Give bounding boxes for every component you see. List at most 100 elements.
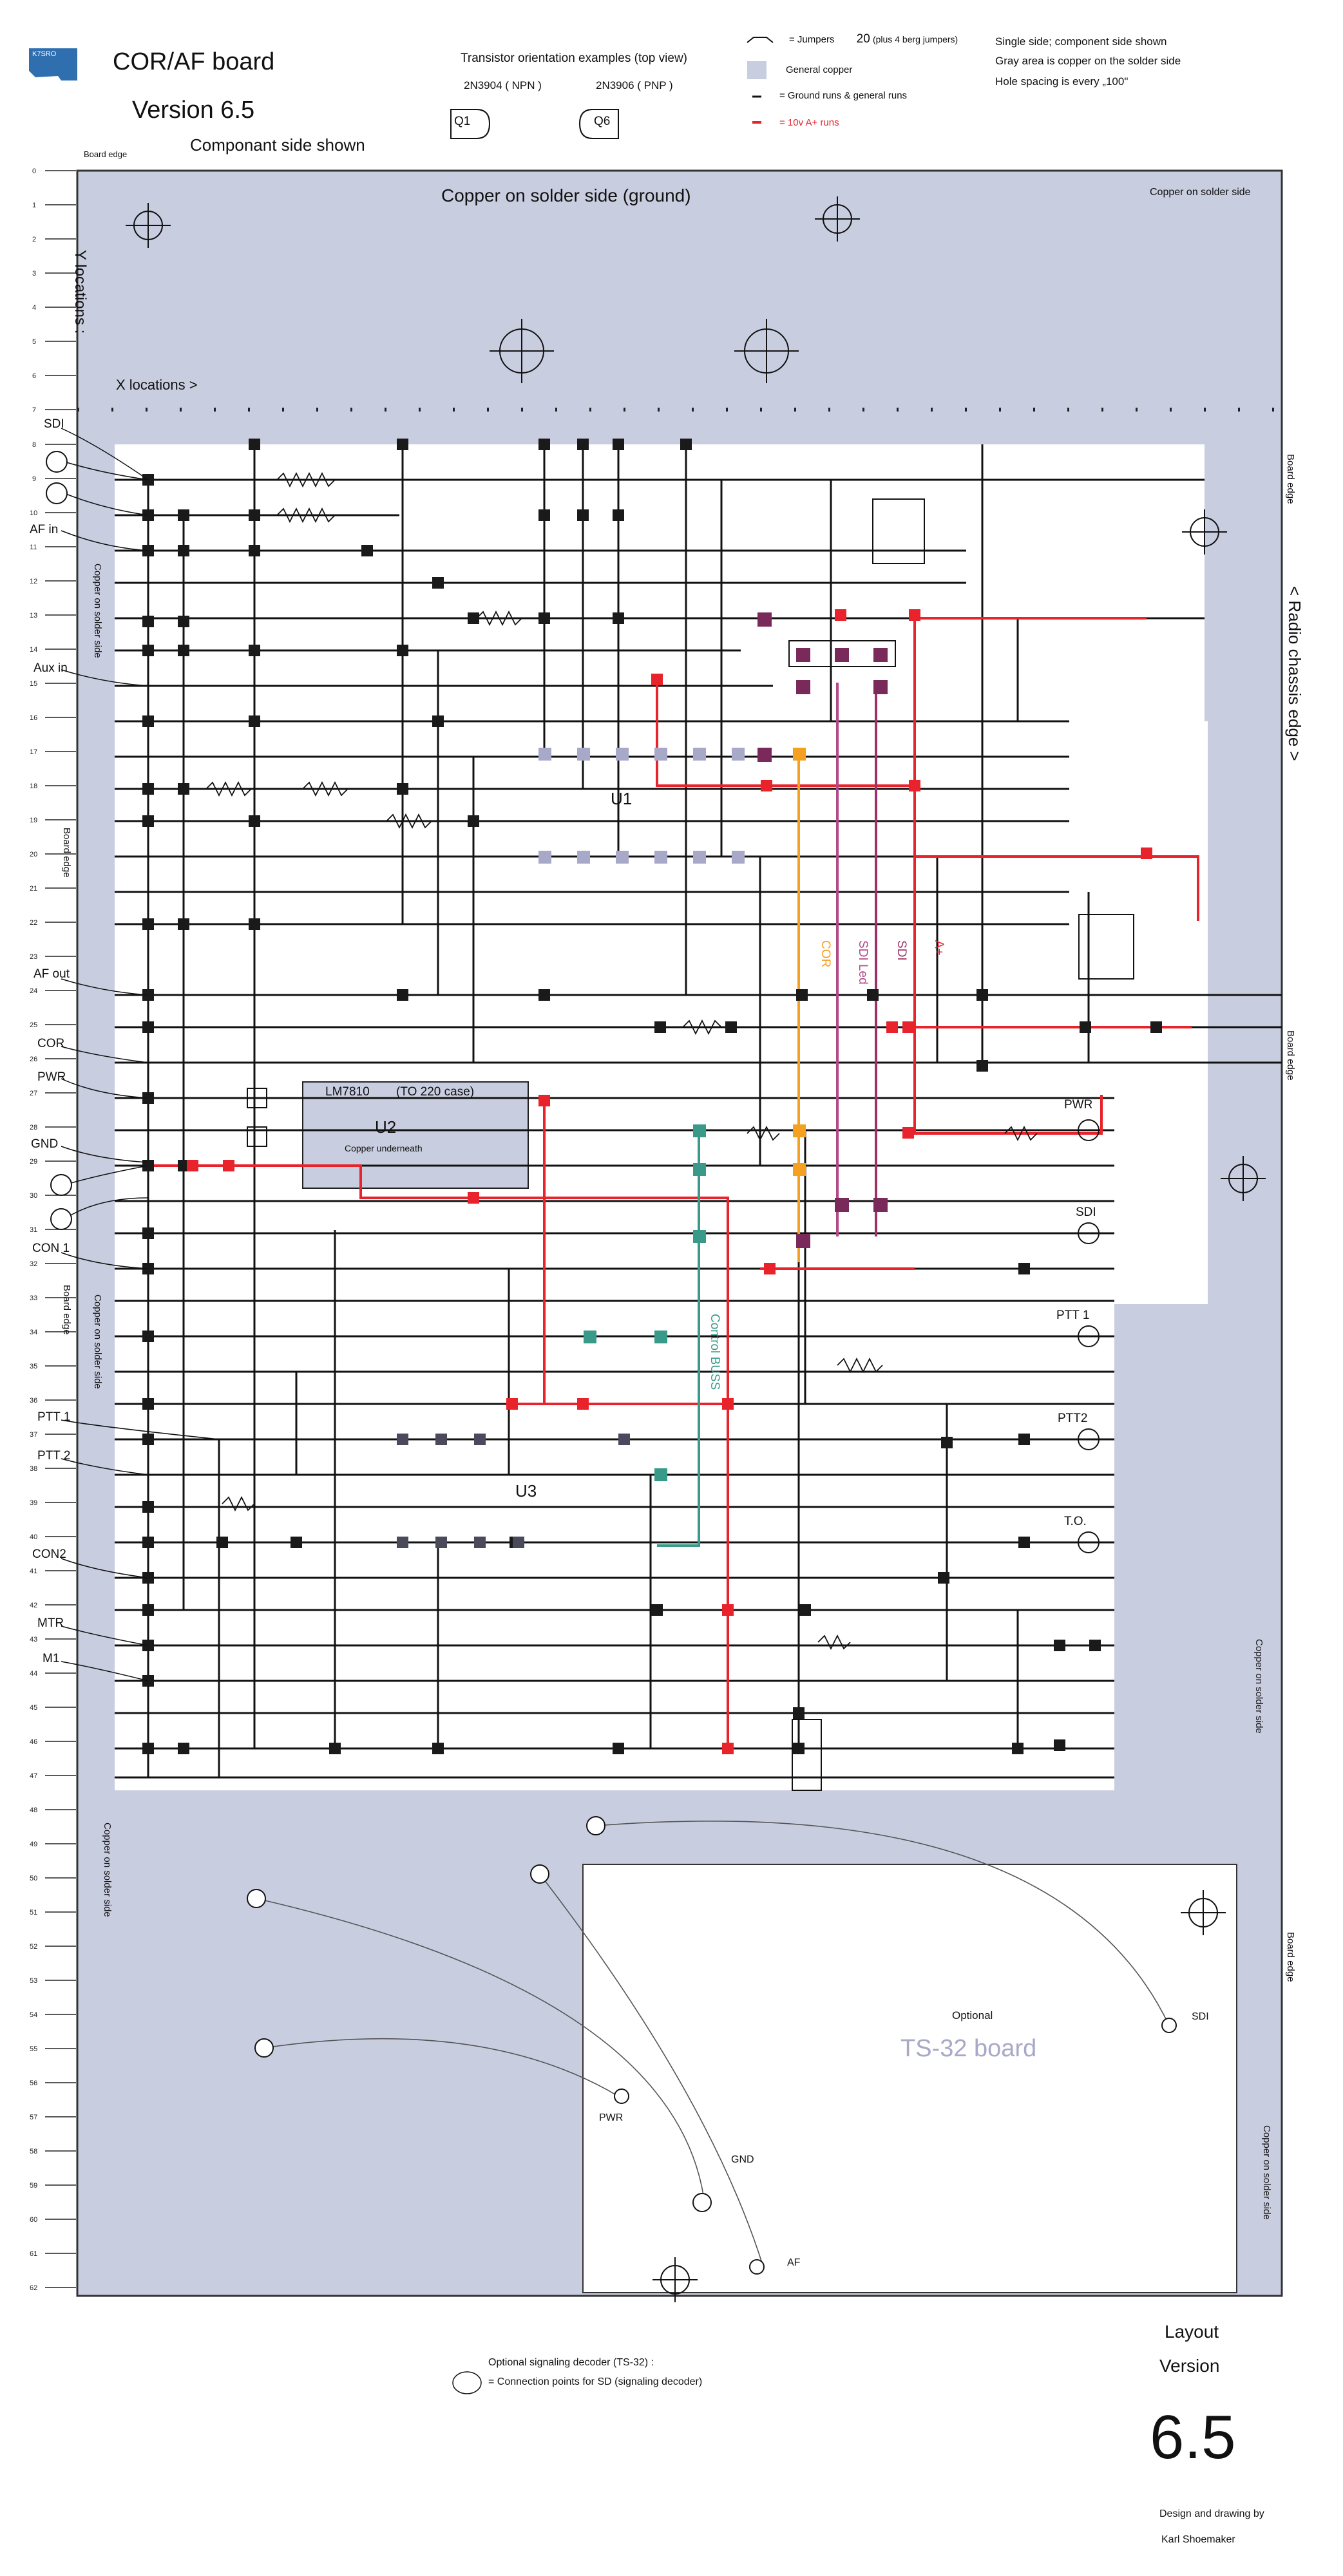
- svg-text:44: 44: [30, 1670, 37, 1678]
- side-shown-label: Componant side shown: [190, 135, 365, 155]
- board-edge-top: Board edge: [84, 149, 128, 159]
- npn-label: Q1: [454, 115, 471, 128]
- ts32-board-label: TS-32 board: [900, 2035, 1037, 2062]
- svg-text:23: 23: [30, 953, 37, 961]
- left-conn-ptt1: PTT 1: [37, 1410, 71, 1424]
- svg-text:26: 26: [30, 1056, 37, 1063]
- svg-text:11: 11: [30, 544, 37, 551]
- sdi-led-bus-label: SDI Led: [856, 940, 870, 985]
- svg-text:41: 41: [30, 1567, 37, 1575]
- footer-version-number: 6.5: [1150, 2403, 1236, 2472]
- right-conn-to: T.O.: [1064, 1515, 1087, 1528]
- npn-part: 2N3904 ( NPN ): [464, 79, 542, 91]
- svg-text:62: 62: [30, 2284, 37, 2292]
- ts32-connection-curves: [256, 1821, 1170, 2268]
- left-conn-con2: CON2: [32, 1548, 66, 1561]
- control-pads: [584, 1124, 706, 1481]
- svg-text:1: 1: [32, 202, 36, 209]
- copper-solder-left-2: Copper on solder side: [92, 1294, 103, 1389]
- board-edge-right-2: Board edge: [1285, 1030, 1296, 1081]
- y-ruler: [45, 170, 76, 2288]
- svg-text:13: 13: [30, 612, 37, 620]
- svg-text:54: 54: [30, 2011, 37, 2019]
- u3-label: U3: [515, 1481, 537, 1501]
- legend-ground-runs: = Ground runs & general runs: [779, 90, 908, 101]
- svg-text:53: 53: [30, 1977, 37, 1985]
- svg-text:28: 28: [30, 1124, 37, 1132]
- svg-text:17: 17: [30, 748, 37, 756]
- ts32-sdi: SDI: [1192, 2011, 1209, 2022]
- y-locations-label: Y locations :: [71, 250, 89, 334]
- svg-text:19: 19: [30, 817, 37, 824]
- ts32-pwr: PWR: [599, 2112, 624, 2123]
- ts32-gnd: GND: [731, 2154, 754, 2165]
- svg-text:31: 31: [30, 1226, 37, 1234]
- legend-general-copper: General copper: [786, 64, 853, 75]
- svg-text:16: 16: [30, 714, 37, 722]
- resistors: [205, 471, 1038, 1651]
- right-conn-pwr: PWR: [1064, 1098, 1093, 1112]
- control-bus-line: [657, 1133, 700, 1547]
- svg-text:29: 29: [30, 1158, 37, 1166]
- svg-text:22: 22: [30, 919, 37, 927]
- x-locations-label: X locations >: [116, 377, 198, 393]
- svg-text:37: 37: [30, 1431, 37, 1439]
- svg-text:51: 51: [30, 1909, 37, 1917]
- u2-regulator-outline: [302, 1081, 529, 1189]
- u1-label: U1: [611, 789, 633, 808]
- svg-text:55: 55: [30, 2045, 37, 2053]
- left-conn-con1: CON 1: [32, 1242, 70, 1255]
- svg-text:4: 4: [32, 304, 36, 312]
- footer-version: Version: [1159, 2356, 1220, 2376]
- a-plus-pads: [187, 609, 1152, 1754]
- svg-text:48: 48: [30, 1806, 37, 1814]
- legend-jumpers: = Jumpers 20 (plus 4 berg jumpers): [789, 32, 958, 46]
- black-pads: [142, 439, 1162, 1754]
- u3-pads: [397, 1434, 630, 1548]
- left-conn-ptt2: PTT 2: [37, 1449, 71, 1463]
- svg-text:0: 0: [32, 167, 36, 175]
- legend-jumper-note: (plus 4 berg jumpers): [872, 34, 958, 44]
- board-edge-right-3: Board edge: [1285, 1932, 1296, 1982]
- control-buss-label: Control BUSS: [708, 1314, 721, 1390]
- connector-circles: [46, 451, 72, 1230]
- svg-text:21: 21: [30, 885, 37, 893]
- svg-text:59: 59: [30, 2182, 37, 2190]
- svg-text:12: 12: [30, 578, 37, 585]
- svg-text:36: 36: [30, 1397, 37, 1405]
- svg-text:46: 46: [30, 1738, 37, 1746]
- svg-text:33: 33: [30, 1294, 37, 1302]
- u1-pads: [538, 748, 745, 864]
- svg-text:61: 61: [30, 2250, 37, 2258]
- board-edge-right-1: Board edge: [1285, 454, 1296, 504]
- board-edge-left-1: Board edge: [61, 828, 72, 878]
- copper-solder-left-3: Copper on solder side: [102, 1823, 113, 1917]
- svg-text:18: 18: [30, 782, 37, 790]
- note-line-2: Gray area is copper on the solder side: [995, 55, 1181, 67]
- page-title: COR/AF board: [113, 48, 275, 75]
- svg-text:30: 30: [30, 1192, 37, 1200]
- svg-text:52: 52: [30, 1943, 37, 1951]
- footer-author: Karl Shoemaker: [1161, 2534, 1235, 2545]
- ts32-optional: Optional: [952, 2009, 993, 2022]
- svg-text:35: 35: [30, 1363, 37, 1370]
- svg-text:24: 24: [30, 987, 37, 995]
- decoder-legend-circle: [452, 2371, 482, 2394]
- footer-layout: Layout: [1165, 2322, 1219, 2342]
- left-conn-cor: COR: [37, 1037, 65, 1050]
- left-conn-af-in: AF in: [30, 523, 59, 536]
- right-conn-ptt2: PTT2: [1058, 1412, 1088, 1425]
- svg-text:34: 34: [30, 1329, 37, 1336]
- copper-solder-left-1: Copper on solder side: [92, 564, 103, 658]
- copper-under-label: Copper underneath: [345, 1143, 423, 1153]
- svg-text:60: 60: [30, 2216, 37, 2224]
- ts32-af: AF: [787, 2257, 801, 2268]
- svg-text:42: 42: [30, 1602, 37, 1609]
- lm7810-label: LM7810: [325, 1085, 370, 1099]
- left-conn-mtr: MTR: [37, 1616, 64, 1630]
- svg-text:5: 5: [32, 338, 36, 346]
- component-area: [115, 444, 1208, 1790]
- radio-chassis-label: < Radio chassis edge >: [1285, 586, 1304, 761]
- left-conn-sdi: SDI: [44, 417, 64, 431]
